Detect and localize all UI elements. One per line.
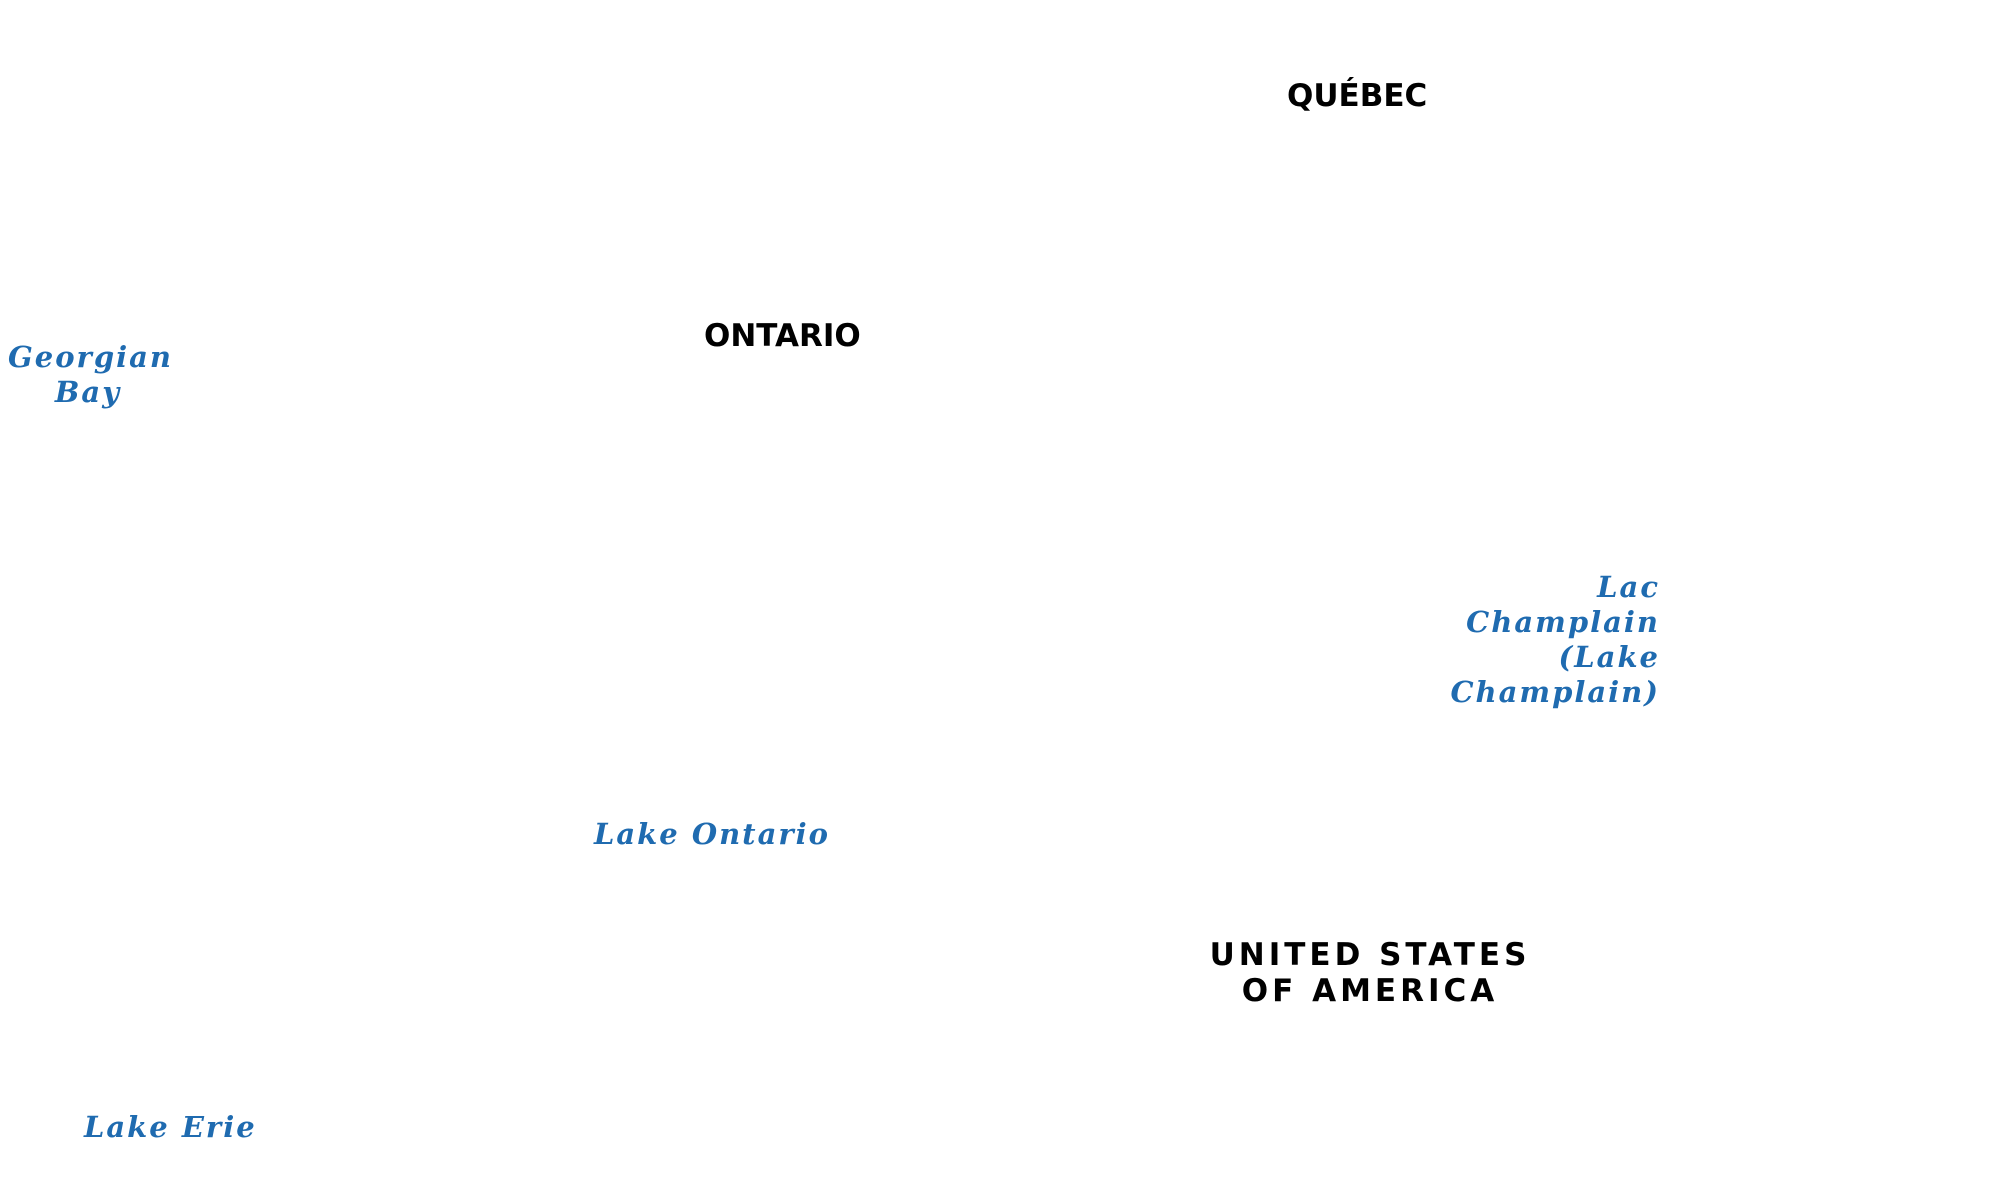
water-label-georgian-bay-line-2: Bay	[54, 375, 122, 409]
water-label-lake-champlain: Lac Champlain (Lake Champlain)	[1390, 570, 1660, 710]
region-label-ontario: ONTARIO	[704, 318, 861, 354]
water-label-lake-champlain-line-2: Champlain	[1466, 605, 1660, 639]
region-label-usa-line-1: UNITED STATES	[1209, 937, 1531, 973]
water-label-lake-champlain-line-3: (Lake	[1558, 640, 1660, 674]
region-label-quebec: QUÉBEC	[1287, 78, 1428, 114]
region-label-usa-line-2: OF AMERICA	[1241, 973, 1499, 1009]
water-label-georgian-bay-line-1: Georgian	[8, 340, 174, 374]
water-label-lake-erie: Lake Erie	[84, 1110, 257, 1144]
water-label-lake-champlain-line-1: Lac	[1597, 570, 1660, 604]
water-label-lake-champlain-line-4: Champlain)	[1450, 675, 1660, 709]
water-label-georgian-bay: Georgian Bay	[8, 340, 174, 410]
water-label-lake-ontario: Lake Ontario	[594, 817, 830, 851]
region-label-usa: UNITED STATES OF AMERICA	[1200, 937, 1540, 1009]
